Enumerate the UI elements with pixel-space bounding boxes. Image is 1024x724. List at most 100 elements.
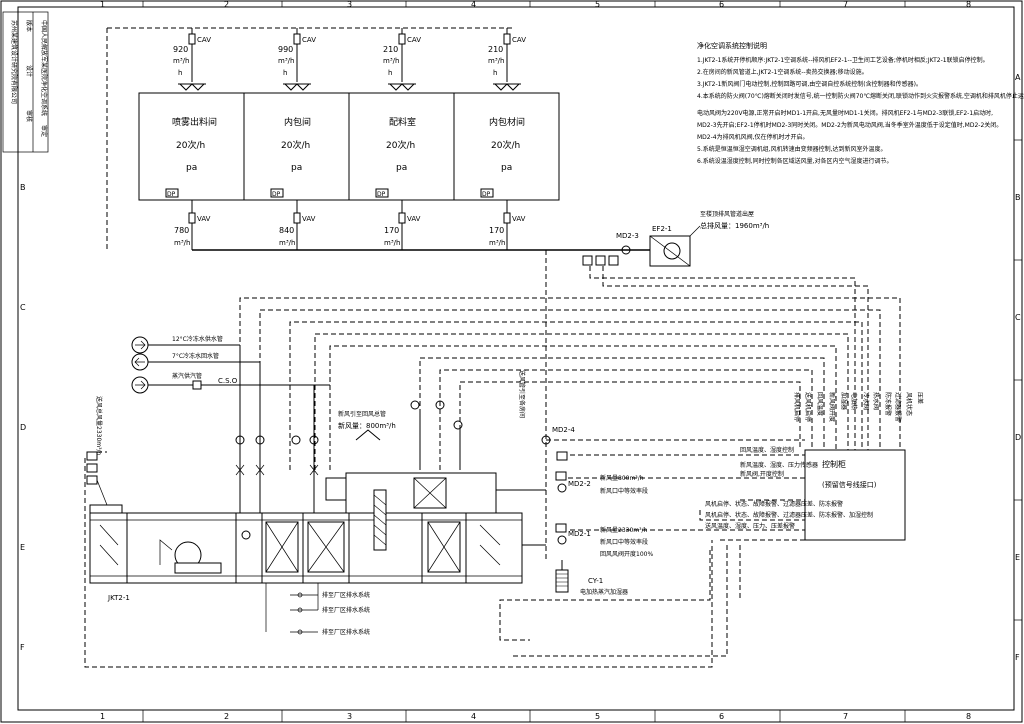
svg-text:m³/h: m³/h — [488, 57, 504, 65]
cav-terminal-2: CAV 210 m³/h h — [383, 28, 421, 91]
notes-title: 净化空调系统控制说明 — [697, 41, 767, 50]
svg-text:m³/h: m³/h — [384, 239, 400, 247]
col-label-bottom-6: 6 — [719, 712, 724, 721]
dp-sensor-label: DP — [272, 191, 281, 198]
room-batching: 配料室 20次/h pa DP — [375, 116, 416, 198]
row-label-left-b: B — [20, 183, 26, 192]
steam-supply: 蒸汽供汽管 C.S.O — [131, 372, 330, 394]
title-field-1: 设计 — [25, 65, 33, 77]
return-arrow-icon — [355, 429, 381, 441]
exhaust-fan-label: EF2-1 — [652, 225, 672, 233]
svg-text:排至厂区排水系统: 排至厂区排水系统 — [322, 606, 370, 614]
room-block — [138, 92, 560, 201]
col-label-bottom-3: 3 — [347, 712, 352, 721]
svg-text:210: 210 — [383, 45, 398, 54]
svg-text:新风量800m³/h: 新风量800m³/h — [600, 474, 644, 482]
svg-text:MD2-1: MD2-1 — [568, 530, 591, 538]
row-label-d: D — [1015, 433, 1021, 442]
fresh-flow-label: 新风量：800m³/h — [338, 421, 396, 430]
svg-text:CAV: CAV — [302, 36, 316, 44]
svg-text:冷水阀: 冷水阀 — [862, 392, 870, 410]
row-label-e: E — [1015, 553, 1020, 562]
control-notes: 净化空调系统控制说明 1.JKT2-1系统开停机顺序:JKT2-1空调系统--排… — [697, 41, 1024, 165]
col-label-1: 1 — [100, 0, 105, 9]
svg-text:CAV: CAV — [197, 36, 211, 44]
room-pressure: pa — [291, 163, 302, 173]
humidifier-name: CY-1 — [588, 577, 603, 585]
grid-columns-bottom: 1 2 3 4 5 6 7 8 — [100, 710, 971, 722]
svg-text:电加热: 电加热 — [850, 392, 858, 410]
room-spray-discharge: 喷雾出料间 20次/h pa DP — [165, 116, 217, 198]
title-field-2: 审核 — [25, 110, 33, 122]
drain-lines: 排至厂区排水系统 排至厂区排水系统 排至厂区排水系统 — [265, 583, 370, 636]
cso-label: C.S.O — [218, 377, 238, 385]
svg-text:回风温度、湿度控制: 回风温度、湿度控制 — [740, 446, 794, 454]
dp-sensor-label: DP — [377, 191, 386, 198]
svg-text:m³/h: m³/h — [279, 239, 295, 247]
svg-text:压差: 压差 — [916, 392, 924, 404]
col-label-bottom-7: 7 — [843, 712, 848, 721]
row-label-b: B — [1015, 193, 1021, 202]
horizontal-signal-labels: 回风温度、湿度控制 新风温度、湿度、压力传感器 新风阀,开度控制 风机启停、状态… — [705, 446, 873, 530]
room-pressure: pa — [501, 163, 512, 173]
room-rate: 20次/h — [386, 139, 415, 151]
col-label-bottom-8: 8 — [966, 712, 971, 721]
room-rate: 20次/h — [281, 139, 310, 151]
exhaust-flow: 总排风量：1960m³/h — [700, 221, 769, 230]
svg-text:12°C冷冻水供水管: 12°C冷冻水供水管 — [172, 335, 223, 343]
ahu-name: JKT2-1 — [107, 594, 130, 602]
control-panel: 控制柜 (预留信号线接口) — [804, 449, 906, 541]
inner-border — [17, 6, 1015, 711]
cav-terminal-1: CAV 990 m³/h h — [278, 28, 316, 91]
row-label-left-d: D — [20, 423, 26, 432]
notes-line-8: 6.系统设温湿度控制,同时控制各区域送风量,对各区内空气湿度进行调节。 — [697, 157, 893, 165]
panel-sub: (预留信号线接口) — [822, 480, 877, 489]
room-name: 喷雾出料间 — [172, 116, 217, 128]
exhaust-damper-icon — [621, 245, 631, 255]
dp-sensor-label: DP — [482, 191, 491, 198]
svg-text:CAV: CAV — [407, 36, 421, 44]
supply-to-room-label: 送风管引至各房间 — [518, 370, 526, 418]
damper-md2-4: MD2-4 — [541, 426, 575, 445]
cav-terminal-3: CAV 210 m³/h h — [488, 28, 526, 91]
col-label-4: 4 — [471, 0, 476, 9]
svg-text:CAV: CAV — [512, 36, 526, 44]
title-field-3: 审定 — [40, 125, 48, 137]
col-label-bottom-1: 1 — [100, 712, 105, 721]
notes-line-3: 4.本系统的防火阀(70℃)熔断关闭时发信号,统一控制防火阀70℃熔断关闭,联锁… — [697, 92, 1024, 100]
svg-text:h: h — [493, 69, 497, 77]
panel-name: 控制柜 — [822, 459, 846, 469]
svg-text:MD2-4: MD2-4 — [552, 426, 575, 434]
room-name: 内包材间 — [489, 116, 525, 128]
svg-text:送风温度、湿度、压力、压差报警: 送风温度、湿度、压力、压差报警 — [705, 522, 795, 530]
svg-text:新风温度、湿度、压力传感器: 新风温度、湿度、压力传感器 — [740, 461, 818, 469]
coil-piping — [235, 345, 463, 520]
humidifier-desc: 电加热蒸汽加湿器 — [580, 588, 628, 596]
room-inner-material: 内包材间 20次/h pa DP — [480, 116, 525, 198]
vav-terminal-0: VAV 780 m³/h — [174, 200, 211, 250]
notes-line-7: 5.系统是恒温恒湿空调机组,风机转速由变频器控制,达到新风室外温度。 — [697, 145, 887, 153]
notes-line-4: 电动风阀为220V电源,正常开启时MD1-1开启,无风量时MD1-1关闭。排风机… — [697, 109, 993, 117]
cav-terminal-0: CAV 920 m³/h h — [173, 28, 211, 91]
chilled-water-supply: 12°C冷冻水供水管 — [131, 335, 240, 354]
notes-line-5: MD2-3先开启;EF2-1停机时MD2-3同时关闭。MD2-2为新风电动风阀,… — [697, 121, 1002, 129]
svg-text:新风口中等效率段: 新风口中等效率段 — [600, 538, 648, 546]
room-pressure: pa — [186, 163, 197, 173]
svg-text:回风温度: 回风温度 — [816, 392, 824, 416]
vav-terminal-2: VAV 170 m³/h — [384, 200, 421, 250]
col-label-5: 5 — [595, 0, 600, 9]
svg-text:m³/h: m³/h — [278, 57, 294, 65]
svg-text:990: 990 — [278, 45, 293, 54]
svg-text:新风量2330m³/h: 新风量2330m³/h — [600, 526, 648, 534]
svg-text:VAV: VAV — [407, 215, 421, 223]
vertical-signal-labels: 排风机启停 送风机启停 回风温度 新风阀开度 加湿器 电加热 冷水阀 热水阀 防… — [793, 392, 924, 422]
room-rate: 20次/h — [176, 139, 205, 151]
vav-terminal-1: VAV 840 m³/h — [279, 200, 316, 250]
dp-sensor-label: DP — [167, 191, 176, 198]
svg-text:210: 210 — [488, 45, 503, 54]
damper-md2-1: MD2-1 新风量2330m³/h 新风口中等效率段 回风风阀开度100% — [555, 523, 653, 558]
svg-text:MD2-2: MD2-2 — [568, 480, 591, 488]
svg-text:h: h — [283, 69, 287, 77]
svg-text:加湿器: 加湿器 — [840, 392, 848, 410]
